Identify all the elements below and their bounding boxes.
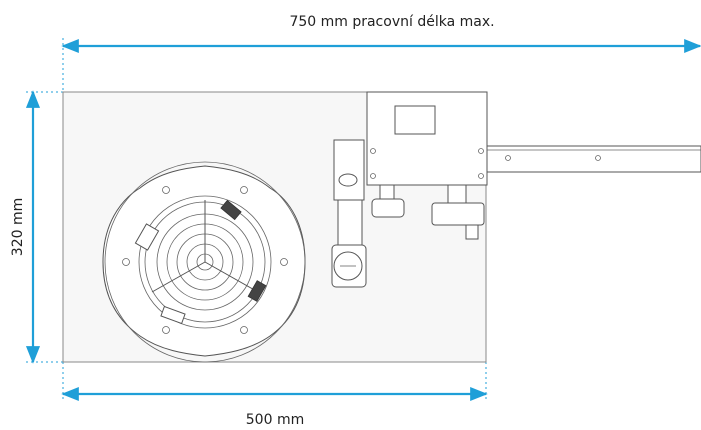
arm-bolt-1 — [505, 155, 511, 161]
head-screw-4 — [478, 173, 484, 179]
spindle-neck-2 — [447, 184, 467, 204]
jaw-clamp-2 — [247, 280, 267, 302]
mount-hole-4 — [280, 258, 288, 266]
jaw-clamp-3 — [134, 223, 160, 251]
column-upper — [333, 139, 365, 201]
max-length-dimension: 750 mm pracovní délka max. — [61, 14, 701, 92]
chuck-jaw-3 — [151, 261, 206, 293]
arm-bolt-2 — [595, 155, 601, 161]
mount-hole-6 — [240, 326, 248, 334]
spindle-motor-2 — [431, 202, 485, 226]
chuck-ring-outer — [138, 195, 272, 329]
spindle-motor-1 — [371, 198, 405, 218]
mount-hole-1 — [162, 186, 170, 194]
height-dimension: 320 mm — [10, 90, 63, 364]
head-unit — [366, 91, 488, 240]
rotary-table — [102, 161, 306, 363]
spindle-neck-1 — [379, 184, 395, 200]
extension-arm — [486, 145, 701, 173]
head-display — [394, 105, 436, 135]
jaw-clamp-4 — [160, 305, 186, 325]
head-screw-3 — [370, 173, 376, 179]
table-outer-plate — [102, 165, 306, 357]
support-column — [331, 139, 367, 288]
height-label: 320 mm — [10, 198, 26, 256]
column-lower — [337, 199, 363, 246]
mount-hole-5 — [162, 326, 170, 334]
mount-hole-3 — [122, 258, 130, 266]
head-screw-2 — [478, 148, 484, 154]
jaw-clamp-1 — [220, 199, 242, 221]
width-dimension: 500 mm — [61, 362, 488, 428]
table-rim — [104, 161, 306, 363]
max-length-label: 750 mm pracovní délka max. — [289, 14, 494, 30]
spindle-tip — [465, 224, 479, 240]
chuck-jaw-2 — [204, 261, 259, 293]
column-knob — [338, 173, 358, 187]
head-screw-1 — [370, 148, 376, 154]
width-label: 500 mm — [246, 412, 304, 428]
mount-hole-2 — [240, 186, 248, 194]
